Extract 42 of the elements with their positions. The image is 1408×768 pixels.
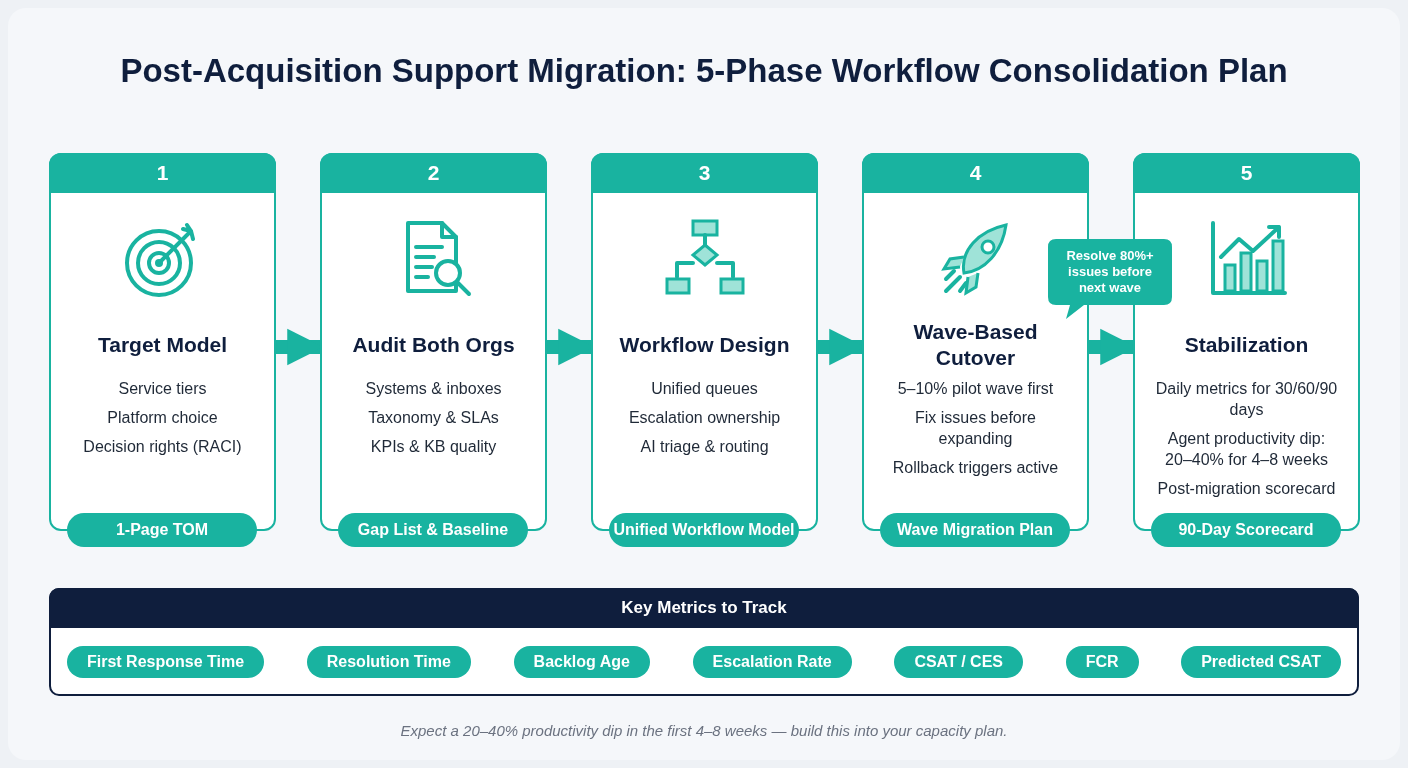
diagram-title: Post-Acquisition Support Migration: 5-Phase Workflow Consolidation Plan (119, 52, 1289, 90)
list-item: Platform choice (107, 408, 218, 428)
metric-pill: First Response Time (67, 646, 265, 678)
metric-pill: CSAT / CES (894, 646, 1023, 678)
phase-title: Workflow Design (619, 332, 790, 358)
metric-pill: Backlog Age (513, 646, 650, 678)
list-item: Taxonomy & SLAs (368, 408, 499, 428)
phase-number-header: 2 (320, 153, 547, 193)
list-item: Agent productivity dip: 20–40% for 4–8 weeks (1164, 429, 1329, 470)
metric-pill: Escalation Rate (692, 646, 852, 678)
phase-number-header: 1 (49, 153, 276, 193)
list-item: Daily metrics for 30/60/90 days (1154, 379, 1339, 420)
caption: Expect a 20–40% productivity dip in the first 4–8 weeks — build this into your capacity plan. (399, 722, 1009, 739)
phase-number-header: 3 (591, 153, 818, 193)
list-item: 5–10% pilot wave first (897, 379, 1054, 399)
deliverable-pill: Gap List & Baseline (338, 513, 528, 547)
deliverable-pill: 1-Page TOM (67, 513, 257, 547)
list-item: KPIs & KB quality (370, 437, 497, 457)
list-item: Unified queues (651, 379, 758, 399)
phase-title: Stabilization (1184, 332, 1309, 358)
phase-title: Audit Both Orgs (352, 332, 515, 358)
metrics-panel (49, 588, 1359, 696)
metric-pill: FCR (1065, 646, 1139, 678)
metric-pill: Resolution Time (306, 646, 471, 678)
metric-pill: Predicted CSAT (1181, 646, 1341, 678)
phase-title: Target Model (97, 332, 228, 358)
list-item: Rollback triggers active (892, 458, 1059, 478)
phase-title: Wave-Based Cutover (912, 319, 1039, 371)
list-item: Service tiers (118, 379, 207, 399)
phase-number-header: 4 (862, 153, 1089, 193)
deliverable-pill: 90-Day Scorecard (1151, 513, 1341, 547)
deliverable-pill: Wave Migration Plan (880, 513, 1070, 547)
deliverable-pill: Unified Workflow Model (609, 513, 799, 547)
panel-header: Key Metrics to Track (49, 588, 1359, 628)
list-item: Systems & inboxes (365, 379, 502, 399)
list-item: Post-migration scorecard (1157, 479, 1336, 499)
list-item: Fix issues before expanding (914, 408, 1037, 449)
phase-number-header: 5 (1133, 153, 1360, 193)
list-item: AI triage & routing (640, 437, 769, 457)
list-item: Escalation ownership (628, 408, 781, 428)
list-item: Decision rights (RACI) (83, 437, 242, 457)
callout-bubble: Resolve 80%+ issues before next wave (1048, 239, 1172, 319)
